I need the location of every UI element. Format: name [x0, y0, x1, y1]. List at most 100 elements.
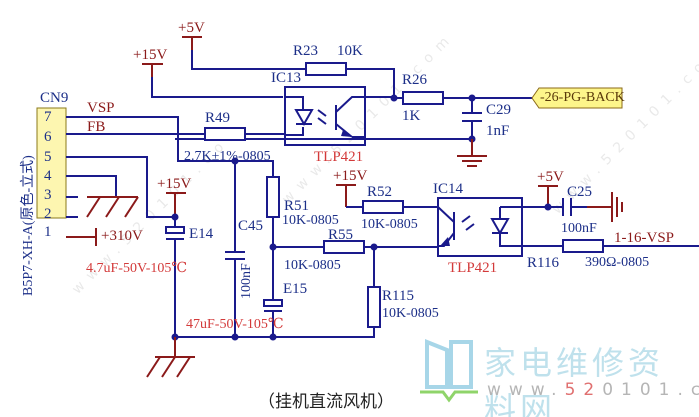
- r52-value: 10K-0805: [361, 217, 418, 232]
- r26-ref: R26: [402, 72, 428, 88]
- cn9-pin: 5: [44, 149, 52, 165]
- cn9-pin: 6: [44, 129, 52, 145]
- capacitor-e15-neg: [264, 310, 282, 337]
- watermark-url: www.520101.com: [487, 380, 699, 400]
- ic14-ref: IC14: [433, 181, 463, 197]
- rail-label: +15V: [157, 176, 192, 192]
- wire-15v-ic13: [151, 77, 283, 98]
- cn9-part: B5P7-XH-A(原色-立式): [21, 155, 36, 296]
- capacitor-e14: [165, 226, 185, 234]
- watermark-url-red: 52: [564, 380, 603, 400]
- ic13-ref: IC13: [271, 70, 301, 86]
- cn9-pin: 2: [44, 206, 52, 222]
- cn9-pin: 1: [44, 224, 52, 240]
- wire-node-r51: [235, 160, 274, 177]
- resistor-r115: [367, 286, 381, 328]
- r23-value: 10K: [337, 43, 363, 59]
- capacitor-c25: [562, 198, 572, 216]
- c29-ref: C29: [486, 102, 512, 118]
- resistor-r51: [266, 176, 280, 218]
- wire-bottom-gnd: [175, 327, 375, 338]
- e15-ref: E15: [283, 281, 308, 297]
- watermark-url-prefix: www.: [487, 380, 565, 400]
- c29-value: 1nF: [486, 123, 510, 139]
- r115-ref: R115: [382, 288, 414, 304]
- watermark-url-rest: 0101.com: [602, 380, 699, 400]
- wire-pin4: [66, 175, 117, 197]
- wire-pin3-2: [66, 196, 78, 218]
- c25-value: 100nF: [561, 221, 597, 236]
- ic13-led-leads: [285, 96, 304, 136]
- rail-15v-e14: [166, 192, 186, 217]
- resistor-r116: [562, 239, 604, 253]
- rail-label: +15V: [133, 47, 168, 63]
- resistor-r23: [305, 62, 347, 76]
- ic14-body: [437, 197, 523, 257]
- ic14-diode: [490, 206, 522, 247]
- net-fb: FB: [87, 119, 106, 135]
- e14-ref: E14: [189, 226, 214, 242]
- wire-pin5: [66, 156, 175, 218]
- wire-vsp: [66, 116, 235, 162]
- net-label-vsp-out: 1-16-VSP: [614, 230, 675, 246]
- cn9-ref: CN9: [40, 90, 69, 106]
- cn9-body: [36, 107, 67, 219]
- ic13-emitter-arrow: [341, 130, 352, 137]
- capacitor-e15: [263, 299, 283, 307]
- net-310v: +310V: [101, 228, 143, 244]
- r55-ref: R55: [328, 227, 354, 243]
- wire-r23-node: [346, 68, 395, 98]
- cn9-pin: 7: [44, 109, 52, 125]
- r116-value: 390Ω-0805: [585, 255, 650, 270]
- ic13-diode-symbol: [294, 109, 314, 127]
- net-label-pg-back: -26-PG-BACK: [540, 90, 625, 105]
- capacitor-c29: [462, 98, 482, 139]
- capacitor-c45: [225, 161, 245, 337]
- r49-value: 2.7K±1%-0805: [184, 149, 271, 164]
- junction: [544, 203, 552, 211]
- watermark-logo-right: [449, 340, 473, 389]
- r51-ref: R51: [284, 198, 310, 214]
- junction: [269, 333, 277, 341]
- net-vsp: VSP: [87, 100, 115, 116]
- ground-main: [146, 337, 195, 378]
- r52-ref: R52: [367, 184, 393, 200]
- pg-back-tag: [531, 87, 623, 109]
- ic14-part: TLP421: [448, 260, 498, 276]
- resistor-r52: [362, 200, 404, 214]
- rail-15v-symbol: [142, 63, 163, 77]
- r55-value: 10K-0805: [284, 258, 341, 273]
- e15-value: 47uF-50V-105℃: [186, 317, 284, 332]
- c25-ref: C25: [567, 184, 593, 200]
- cn9-pin: 3: [44, 187, 52, 203]
- diagram-title: （挂机直流风机）: [258, 392, 394, 412]
- ground-c25: [587, 192, 623, 222]
- ic13-part: TLP421: [314, 149, 364, 165]
- r49-ref: R49: [205, 110, 231, 126]
- rail-310v: [66, 228, 97, 246]
- rail-label: +5V: [178, 20, 205, 36]
- r23-ref: R23: [293, 43, 319, 59]
- ic13-body: [284, 86, 366, 146]
- ground-c29: [457, 139, 487, 167]
- watermark-brand: 家电维修资料网: [484, 344, 665, 417]
- cn9-pin: 4: [44, 168, 52, 184]
- rail-5v-symbol: [182, 36, 202, 50]
- ground-cn9: [86, 196, 139, 218]
- rail-label: +15V: [333, 168, 368, 184]
- resistor-r49: [204, 127, 246, 141]
- resistor-r26: [402, 91, 444, 105]
- c45-ref: C45: [238, 218, 264, 234]
- junction: [231, 333, 239, 341]
- ic14-light-arrows: [461, 215, 475, 231]
- e14-value: 4.7uF-50V-105℃: [86, 261, 188, 276]
- capacitor-e14-neg: [166, 238, 184, 337]
- watermark-logo-base: [420, 390, 478, 403]
- ic13-transistor: [335, 96, 394, 138]
- wire-5v-r23: [191, 50, 305, 70]
- rail-15v-r52: [336, 184, 356, 207]
- rail-label: +5V: [537, 169, 564, 185]
- r26-value: 1K: [402, 108, 421, 124]
- r51-value: 10K-0805: [282, 213, 339, 228]
